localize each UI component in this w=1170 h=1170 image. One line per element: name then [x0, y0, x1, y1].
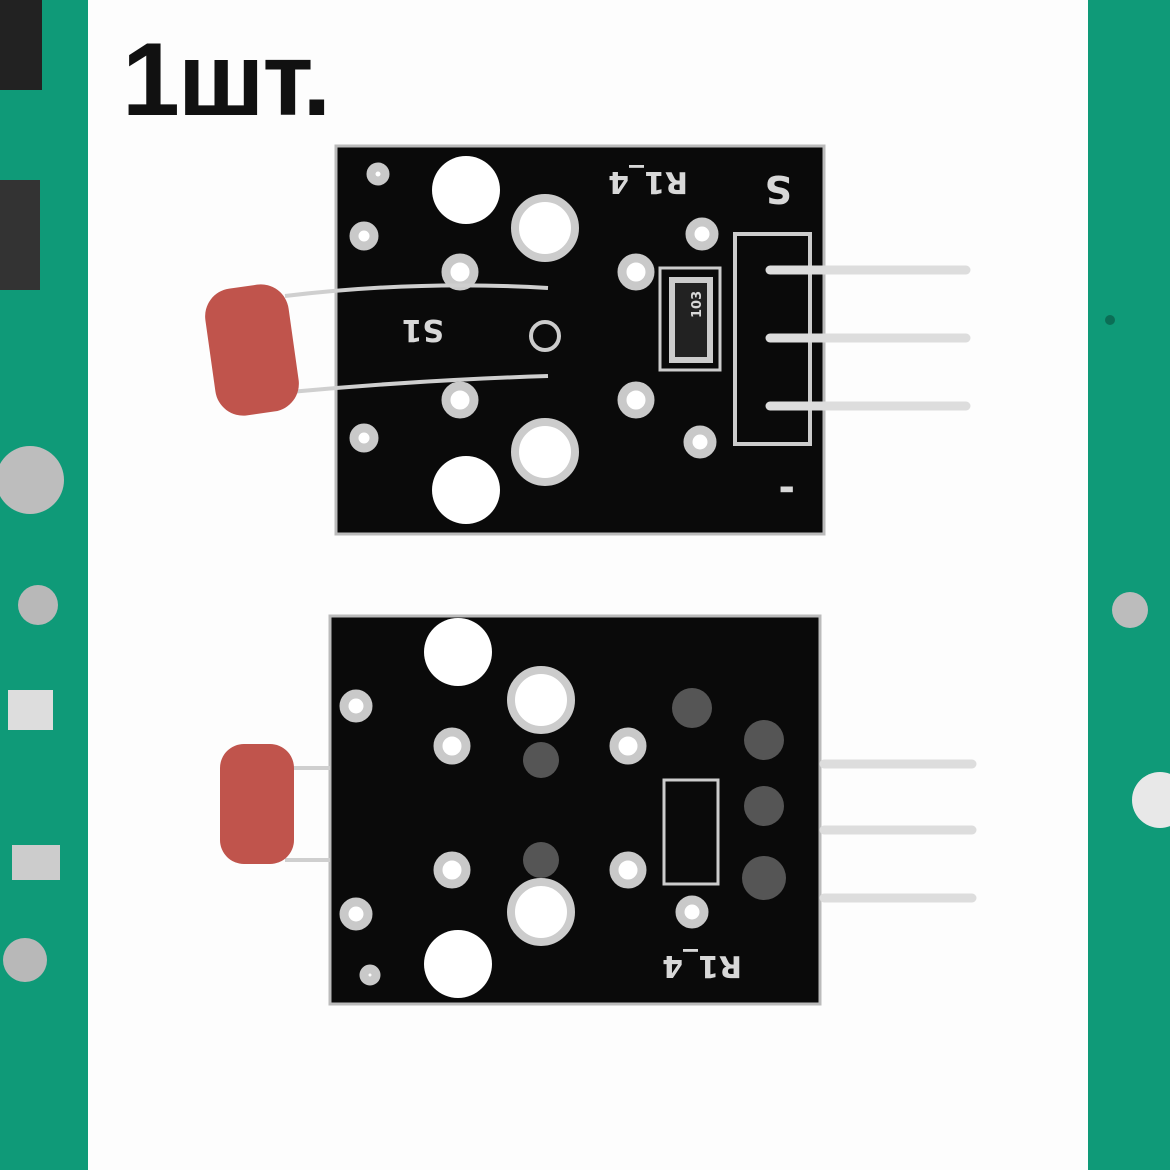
resistor-designator-bottom: R1_4 [662, 948, 742, 983]
photoresistor [205, 284, 299, 416]
sensor-designator: S1 [402, 312, 444, 347]
left-green-pcb [0, 0, 88, 1170]
top-sensor-module: 103 S - R1_4 S1 [205, 144, 971, 536]
photoresistor-bottom [220, 744, 294, 864]
resistor-designator: R1_4 [608, 164, 688, 199]
right-green-pcb [1088, 0, 1170, 1170]
resistor-marking: 103 [690, 291, 705, 318]
pin-label-signal: S [765, 167, 792, 211]
bottom-sensor-module: R1_4 [220, 614, 977, 1006]
quantity-caption: 1шт. [122, 22, 331, 138]
pin-label-ground: - [778, 468, 795, 514]
